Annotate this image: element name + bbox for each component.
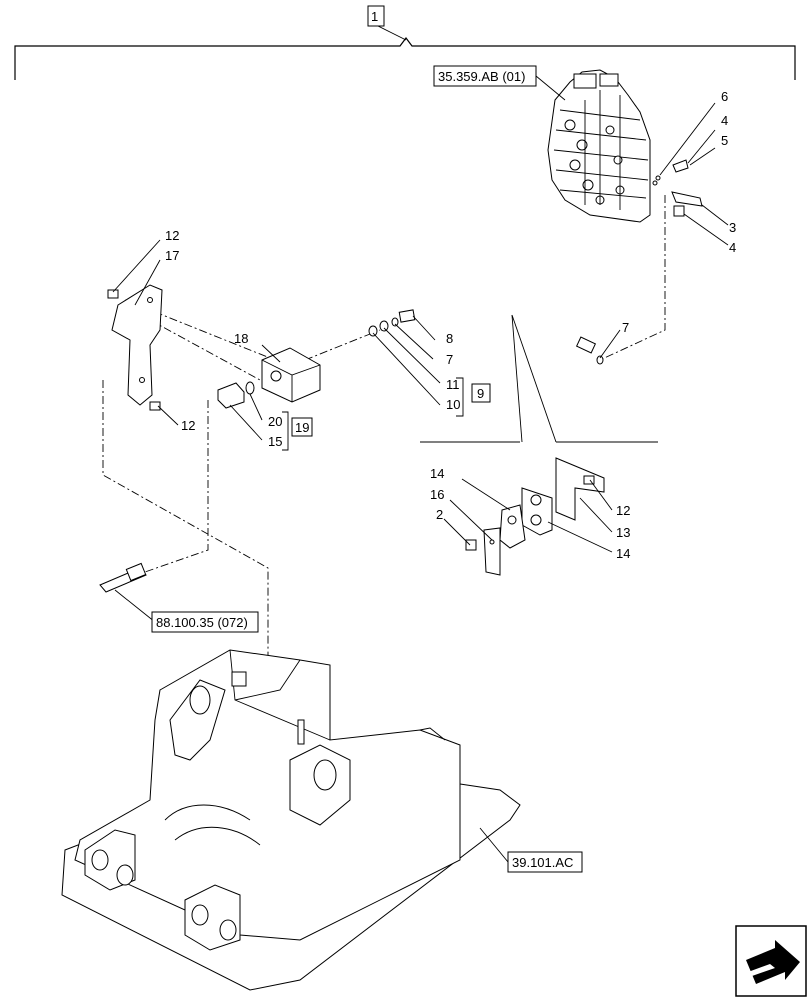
callout-5: 5 — [721, 133, 728, 148]
callout-20: 20 — [268, 414, 282, 429]
callout-17: 17 — [165, 248, 179, 263]
hose-kit-box: 9 — [471, 383, 491, 403]
callout-10: 10 — [446, 397, 460, 412]
callout-3: 3 — [729, 220, 736, 235]
cylinder-ref-label: 88.100.35 (072) — [151, 611, 259, 633]
hose-kit-number: 9 — [477, 386, 484, 401]
frame-ref-text: 39.101.AC — [512, 855, 573, 870]
frame-chassis — [61, 649, 521, 991]
hose-assembly — [368, 296, 621, 417]
callout-7-valve: 7 — [622, 320, 629, 335]
assembly-bracket: 1 — [14, 5, 796, 80]
callout-4-bottom: 4 — [729, 240, 736, 255]
callout-14-left: 14 — [430, 466, 444, 481]
callout-18: 18 — [234, 331, 248, 346]
valve-ref-text: 35.359.AB (01) — [438, 69, 525, 84]
assembly-number: 1 — [371, 9, 378, 24]
callout-14-right: 14 — [616, 546, 630, 561]
valve-fittings — [652, 102, 729, 246]
callout-12-clamp: 12 — [616, 503, 630, 518]
callout-13: 13 — [616, 525, 630, 540]
valve-ref-label: 35.359.AB (01) — [433, 65, 566, 101]
mounting-bracket — [107, 239, 179, 426]
next-page-arrow-icon[interactable] — [735, 925, 807, 997]
frame-ref-label: 39.101.AC — [507, 851, 583, 873]
callout-15: 15 — [268, 434, 282, 449]
callout-11: 11 — [446, 377, 460, 392]
callout-16: 16 — [430, 487, 444, 502]
adapter-kit-box: 19 — [291, 417, 313, 437]
callout-6: 6 — [721, 89, 728, 104]
callout-12-top: 12 — [165, 228, 179, 243]
cylinder-end — [99, 562, 156, 623]
callout-4-top: 4 — [721, 113, 728, 128]
callout-8: 8 — [446, 331, 453, 346]
adapter-kit-number: 19 — [295, 420, 309, 435]
callout-2: 2 — [436, 507, 443, 522]
detail-pointer — [420, 314, 658, 443]
connection-lines — [102, 195, 666, 705]
control-valve — [547, 69, 651, 223]
callout-12-bottom: 12 — [181, 418, 195, 433]
adapter-block — [217, 344, 321, 451]
clamp-detail — [443, 457, 613, 576]
cylinder-ref-text: 88.100.35 (072) — [156, 615, 248, 630]
callout-7-hose: 7 — [446, 352, 453, 367]
